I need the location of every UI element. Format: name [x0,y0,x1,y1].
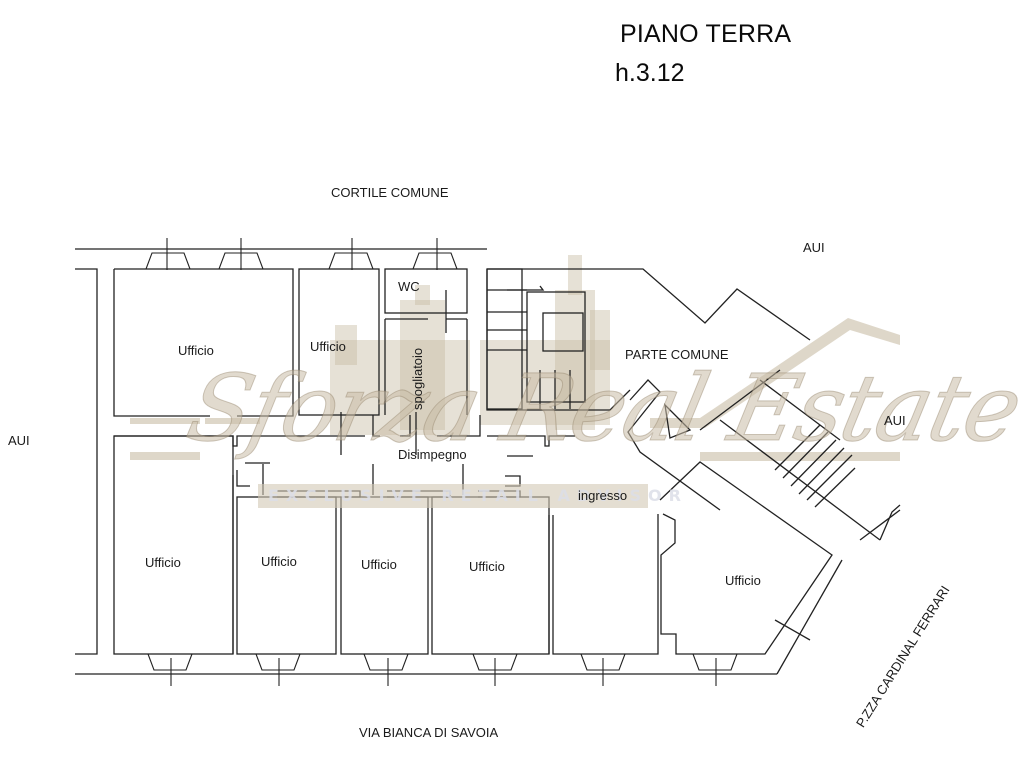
room-label-disimpegno: Disimpegno [398,447,467,462]
room-label-office-bottom-1: Ufficio [145,555,181,570]
room-label-ingresso: ingresso [578,488,628,503]
window-bottom-1 [147,653,193,686]
window-top-3 [328,238,374,270]
ceiling-height: h.3.12 [615,59,685,87]
room-label-spogliatoio: spogliatoio [410,347,425,410]
room-label-office-bottom-2: Ufficio [261,554,297,569]
walls [75,248,901,675]
window-bottom-4 [472,653,518,686]
room-label-office-top-middle: Ufficio [310,339,346,354]
plan-title: PIANO TERRA [620,20,792,48]
windows [145,238,738,686]
label-cortile-comune: CORTILE COMUNE [331,185,449,200]
label-aui-top-right: AUI [803,240,825,255]
label-aui-left: AUI [8,433,30,448]
watermark-castle [330,255,610,435]
window-bottom-2 [255,653,301,686]
room-label-office-bottom-3: Ufficio [361,557,397,572]
room-label-office-top-left: Ufficio [178,343,214,358]
room-label-office-bottom-4: Ufficio [469,559,505,574]
room-label-office-corner: Ufficio [725,573,761,588]
room-label-wc: WC [398,279,420,294]
window-bottom-3 [363,653,409,686]
window-top-4 [412,238,458,270]
room-label-parte-comune: PARTE COMUNE [625,347,729,362]
label-aui-right: AUI [884,413,906,428]
label-via-bianca-di-savoia: VIA BIANCA DI SAVOIA [359,725,499,740]
window-top-2 [218,238,264,270]
window-top-1 [145,238,191,270]
window-bottom-5 [580,653,626,686]
window-bottom-6 [692,653,738,686]
